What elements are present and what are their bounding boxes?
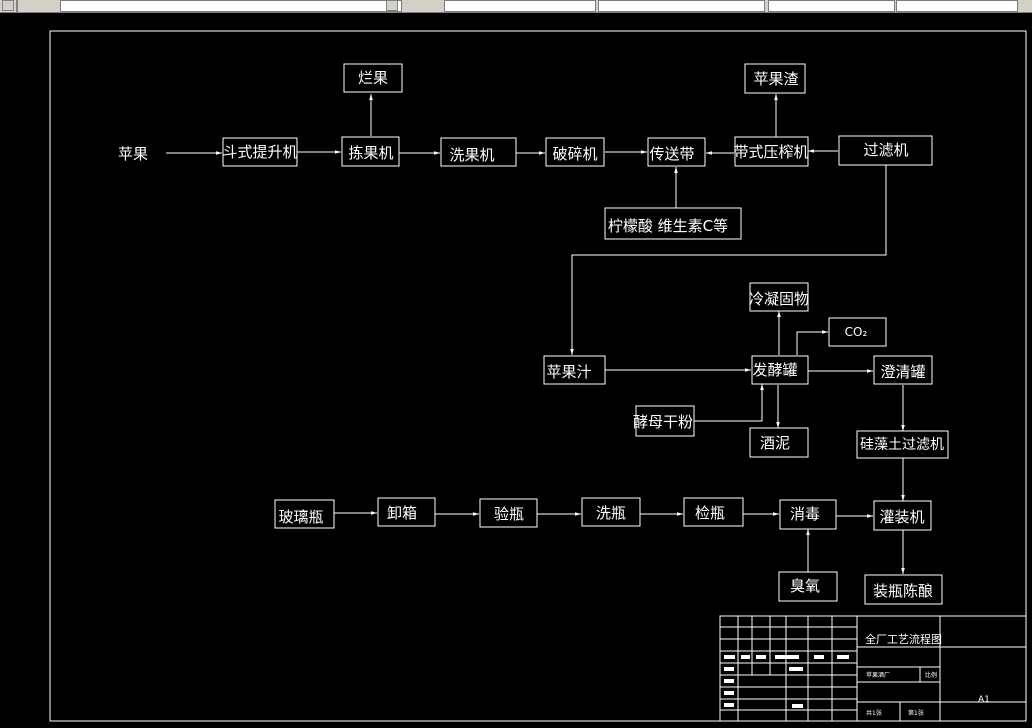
title-block [719,615,1027,722]
svg-text:酒泥: 酒泥 [760,434,790,452]
node-filter[interactable]: 过滤机 [838,135,933,166]
node-belt-press[interactable]: 带式压榨机 [733,136,809,167]
svg-text:发酵罐: 发酵罐 [752,361,797,379]
node-fermenter[interactable]: 发酵罐 [751,355,809,385]
svg-text:苹果渣: 苹果渣 [753,70,798,88]
drawing-title: 全厂工艺流程图 [865,632,942,646]
ratio-label: 比例 [925,671,937,679]
svg-text:柠檬酸 维生素C等: 柠檬酸 维生素C等 [608,217,728,235]
svg-text:带式压榨机: 带式压榨机 [733,143,808,161]
svg-text:臭氧: 臭氧 [790,577,820,595]
node-yeast[interactable]: 酵母干粉 [633,405,695,437]
svg-text:拣果机: 拣果机 [348,144,393,162]
node-conveyor[interactable]: 传送带 [647,137,706,167]
edge-filter-juice [570,165,887,355]
svg-text:消毒: 消毒 [790,505,820,523]
svg-text:玻璃瓶: 玻璃瓶 [278,508,323,526]
node-rotten-fruit[interactable]: 烂果 [343,63,403,93]
layer-dropdown[interactable] [60,0,402,12]
node-bottle-wash[interactable]: 洗瓶 [581,497,641,527]
svg-text:酵母干粉: 酵母干粉 [633,413,693,431]
node-bucket-elevator[interactable]: 斗式提升机 [222,137,298,167]
node-bottle-check[interactable]: 检瓶 [683,497,744,527]
svg-text:烂果: 烂果 [358,69,388,87]
node-bottle-inspect[interactable]: 验瓶 [479,498,538,528]
edge-yeast-fermenter [694,384,764,422]
svg-text:苹果汁: 苹果汁 [546,363,591,381]
svg-text:硅藻土过滤机: 硅藻土过滤机 [860,437,944,453]
layer-dropdown-button[interactable] [386,0,398,11]
svg-text:澄清罐: 澄清罐 [880,363,925,381]
svg-text:苹果: 苹果 [118,145,148,163]
node-unpacking[interactable]: 卸箱 [377,497,436,527]
lineweight-dropdown[interactable] [598,0,765,12]
toolbar-button[interactable] [2,0,14,11]
node-apple-juice[interactable]: 苹果汁 [543,355,606,385]
drawing-canvas[interactable]: 苹果 斗式提升机 烂果 拣果机 洗果机 破碎机 传送带 苹果渣 带式压榨机 过滤… [0,12,1032,728]
node-aging[interactable]: 装瓶陈酿 [864,574,943,605]
svg-text:验瓶: 验瓶 [494,505,524,523]
svg-text:洗瓶: 洗瓶 [596,504,626,522]
node-sorter[interactable]: 拣果机 [341,136,400,167]
sheet-number: 第1张 [908,709,924,717]
sheets-total: 共1张 [866,709,882,717]
node-apple: 苹果 [118,145,148,163]
svg-text:过滤机: 过滤机 [863,141,908,159]
node-diatomite-filter[interactable]: 硅藻土过滤机 [856,430,949,459]
cad-toolbar [0,0,1032,13]
svg-text:卸箱: 卸箱 [387,504,417,522]
svg-text:破碎机: 破碎机 [552,145,597,163]
drawing-frame [49,30,1027,722]
node-condensed-solids[interactable]: 冷凝固物 [749,282,809,312]
title-block-fills [724,655,849,708]
edge-fermenter-co2 [796,330,828,355]
svg-text:传送带: 传送带 [649,145,694,163]
svg-text:装瓶陈酿: 装瓶陈酿 [873,582,933,600]
node-washer[interactable]: 洗果机 [440,137,517,167]
node-pomace[interactable]: 苹果渣 [744,63,806,94]
flow-diagram: 苹果 斗式提升机 烂果 拣果机 洗果机 破碎机 传送带 苹果渣 带式压榨机 过滤… [49,30,1027,722]
sheet-size: A1 [978,695,990,705]
plotstyle-dropdown[interactable] [768,0,895,12]
svg-text:冷凝固物: 冷凝固物 [749,290,809,308]
style-dropdown[interactable] [896,0,1018,12]
node-additives[interactable]: 柠檬酸 维生素C等 [604,207,742,240]
svg-text:灌装机: 灌装机 [879,508,924,526]
node-lees[interactable]: 酒泥 [749,427,809,458]
node-crusher[interactable]: 破碎机 [545,137,605,167]
edges [166,94,905,574]
svg-text:检瓶: 检瓶 [695,504,725,522]
node-clarifier[interactable]: 澄清罐 [873,355,933,385]
node-sterilize[interactable]: 消毒 [779,499,837,530]
svg-text:斗式提升机: 斗式提升机 [222,143,297,161]
node-co2[interactable]: CO₂ [828,317,887,347]
node-ozone[interactable]: 臭氧 [778,571,838,602]
linetype-dropdown[interactable] [444,0,596,12]
toolbar-separator [16,0,18,12]
node-glass-bottle[interactable]: 玻璃瓶 [274,499,335,529]
svg-text:洗果机: 洗果机 [449,146,494,164]
node-filling[interactable]: 灌装机 [873,500,932,531]
project-label: 苹果酒厂 [866,671,890,679]
svg-text:CO₂: CO₂ [845,325,868,339]
